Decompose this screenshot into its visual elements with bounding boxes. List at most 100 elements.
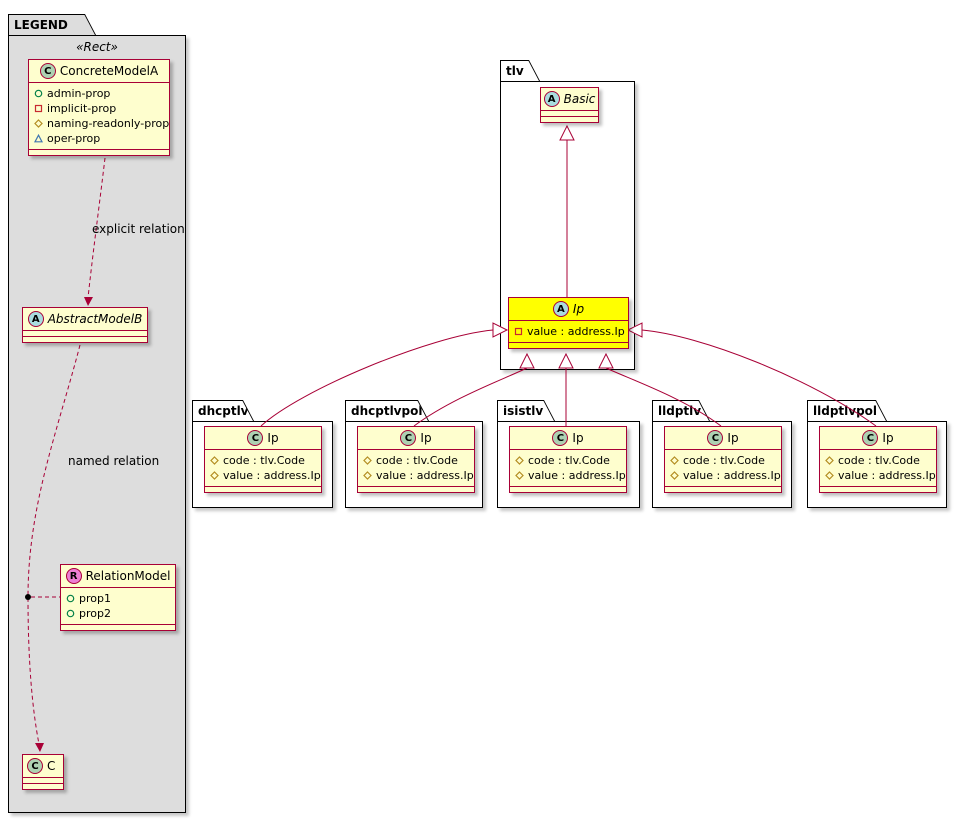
- circle-icon: [66, 609, 75, 618]
- named-relation-label: named relation: [68, 454, 160, 468]
- class-prop: prop1: [66, 591, 170, 606]
- class-badge: C: [552, 430, 569, 446]
- class-lldptlv-ip: C Ip code : tlv.Code value : address.Ip: [664, 426, 782, 493]
- class-name: Basic: [563, 92, 596, 106]
- class-name: Ip: [267, 431, 279, 445]
- class-badge: A: [552, 301, 569, 317]
- package-dhcptlvpol-title: dhcptlvpol: [351, 404, 423, 418]
- class-badge: C: [39, 63, 56, 79]
- class-prop: value : address.Ip: [363, 468, 474, 483]
- package-dhcptlv-title: dhcptlv: [198, 404, 249, 418]
- prop-text: implicit-prop: [47, 102, 117, 115]
- class-badge: C: [707, 430, 724, 446]
- square-icon: [514, 327, 523, 336]
- class-prop: naming-readonly-prop: [34, 116, 169, 131]
- prop-text: value : address.Ip: [527, 325, 625, 338]
- class-dhcptlvpol-ip: C Ip code : tlv.Code value : address.Ip: [357, 426, 475, 493]
- prop-text: code : tlv.Code: [528, 454, 610, 467]
- diamond-icon: [363, 456, 372, 465]
- class-prop: value : address.Ip: [825, 468, 936, 483]
- class-prop: admin-prop: [34, 86, 164, 101]
- prop-text: oper-prop: [47, 132, 101, 145]
- class-name: Ip: [572, 302, 585, 316]
- class-prop: prop2: [66, 606, 170, 621]
- prop-text: code : tlv.Code: [683, 454, 765, 467]
- diamond-icon: [825, 456, 834, 465]
- package-dhcptlvpol: dhcptlvpol C Ip code : tlv.Code value : …: [345, 400, 483, 508]
- diamond-icon: [34, 119, 43, 128]
- class-prop: value : address.Ip: [670, 468, 781, 483]
- diamond-icon: [670, 456, 679, 465]
- class-c: C C: [22, 754, 64, 790]
- prop-text: value : address.Ip: [838, 469, 936, 482]
- diamond-icon: [825, 471, 834, 480]
- package-lldptlv-tab: lldptlv: [652, 400, 710, 421]
- package-isistlv-tab: isistlv: [497, 400, 555, 421]
- class-prop: value : address.Ip: [515, 468, 626, 483]
- class-badge: C: [247, 430, 264, 446]
- class-name: Ip: [727, 431, 739, 445]
- diamond-icon: [515, 471, 524, 480]
- class-name: AbstractModelB: [47, 312, 143, 326]
- class-badge: R: [65, 568, 82, 584]
- package-tlv: tlv A Basic A Ip value : address.Ip: [500, 60, 635, 370]
- package-lldptlv: lldptlv C Ip code : tlv.Code value : add…: [652, 400, 792, 508]
- triangle-icon: [34, 134, 43, 143]
- prop-text: code : tlv.Code: [376, 454, 458, 467]
- class-badge: C: [862, 430, 879, 446]
- class-prop: implicit-prop: [34, 101, 164, 116]
- diamond-icon: [363, 471, 372, 480]
- class-abstractmodelb: A AbstractModelB: [22, 307, 148, 343]
- circle-icon: [34, 89, 43, 98]
- prop-text: admin-prop: [47, 87, 111, 100]
- prop-text: prop2: [79, 607, 111, 620]
- class-tlv-ip: A Ip value : address.Ip: [508, 297, 629, 349]
- package-legend: LEGEND «Rect» C ConcreteModelA admin-pro…: [8, 14, 186, 813]
- circle-icon: [66, 594, 75, 603]
- prop-text: value : address.Ip: [683, 469, 781, 482]
- class-name: RelationModel: [85, 569, 171, 583]
- package-lldptlv-title: lldptlv: [658, 404, 702, 418]
- class-lldptlvpol-ip: C Ip code : tlv.Code value : address.Ip: [819, 426, 937, 493]
- package-lldptlvpol-title: lldptlvpol: [813, 404, 878, 418]
- class-badge: C: [27, 758, 43, 774]
- explicit-relation-label: explicit relation: [92, 222, 185, 236]
- diamond-icon: [210, 471, 219, 480]
- stereotype-label: «Rect»: [76, 40, 118, 54]
- class-name: C: [47, 759, 56, 773]
- package-tlv-tab: tlv: [500, 60, 540, 81]
- package-lldptlvpol-tab: lldptlvpol: [807, 400, 887, 421]
- prop-text: code : tlv.Code: [223, 454, 305, 467]
- class-prop: code : tlv.Code: [515, 453, 621, 468]
- class-prop: oper-prop: [34, 131, 164, 146]
- class-name: Ip: [420, 431, 432, 445]
- class-prop: code : tlv.Code: [363, 453, 469, 468]
- class-name: Ip: [572, 431, 584, 445]
- package-dhcptlv: dhcptlv C Ip code : tlv.Code value : add…: [192, 400, 333, 508]
- class-relationmodel: R RelationModel prop1 prop2: [60, 564, 176, 631]
- class-prop: code : tlv.Code: [670, 453, 776, 468]
- class-dhcptlv-ip: C Ip code : tlv.Code value : address.Ip: [204, 426, 322, 493]
- diamond-icon: [515, 456, 524, 465]
- class-badge: C: [400, 430, 417, 446]
- package-dhcptlvpol-tab: dhcptlvpol: [345, 400, 429, 421]
- class-prop: code : tlv.Code: [825, 453, 931, 468]
- class-badge: A: [27, 311, 44, 327]
- class-concretemodela: C ConcreteModelA admin-prop implicit-pro…: [28, 59, 170, 156]
- package-tlv-title: tlv: [506, 64, 524, 78]
- prop-text: value : address.Ip: [223, 469, 321, 482]
- diamond-icon: [210, 456, 219, 465]
- package-legend-tab: LEGEND: [8, 14, 96, 35]
- package-lldptlvpol: lldptlvpol C Ip code : tlv.Code value : …: [807, 400, 947, 508]
- package-dhcptlv-tab: dhcptlv: [192, 400, 254, 421]
- square-icon: [34, 104, 43, 113]
- class-basic: A Basic: [540, 87, 599, 123]
- class-prop: code : tlv.Code: [210, 453, 316, 468]
- class-prop: value : address.Ip: [514, 324, 625, 339]
- package-isistlv-title: isistlv: [503, 404, 544, 418]
- diamond-icon: [670, 471, 679, 480]
- prop-text: value : address.Ip: [528, 469, 626, 482]
- class-name: Ip: [882, 431, 894, 445]
- prop-text: naming-readonly-prop: [47, 117, 170, 130]
- class-isistlv-ip: C Ip code : tlv.Code value : address.Ip: [509, 426, 627, 493]
